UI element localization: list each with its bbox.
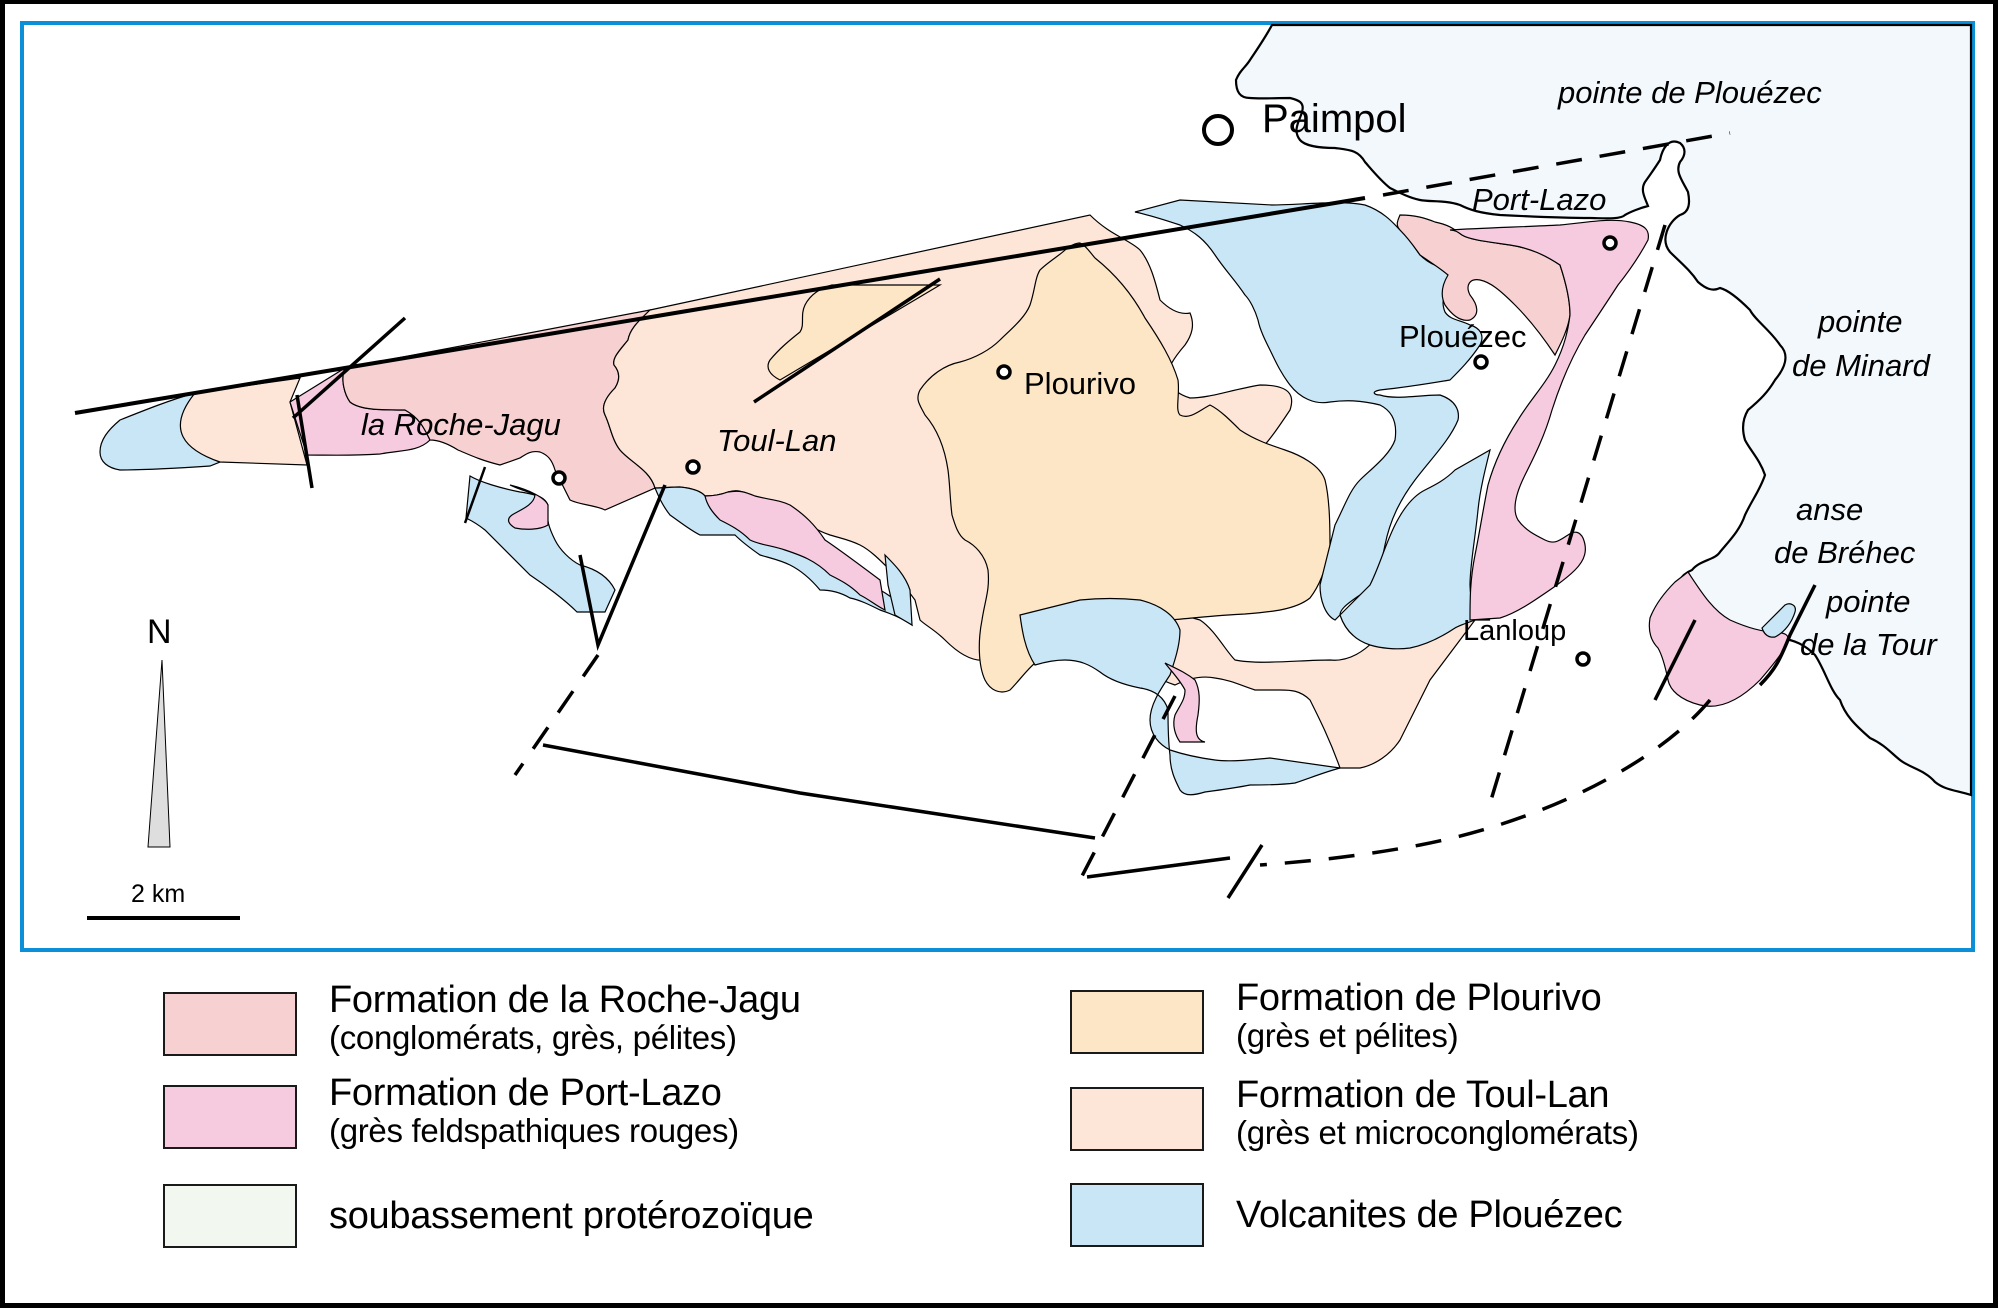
plourivo-marker — [996, 364, 1012, 380]
legend-title: soubassement protérozoïque — [329, 1195, 814, 1237]
label-plouezec: Plouézec — [1399, 319, 1527, 354]
toul-lan-west — [179, 377, 308, 466]
legend-swatch-soubassement — [163, 1184, 297, 1248]
fault-v-shape — [578, 484, 667, 651]
roche-jagu-marker — [551, 470, 567, 486]
label-toul-lan: Toul-Lan — [717, 423, 837, 458]
fault-south-cross — [1226, 844, 1264, 899]
fault-south-long — [542, 743, 1096, 840]
legend-swatch-port-lazo — [163, 1085, 297, 1149]
dashed-fault-east-long — [1486, 224, 1667, 811]
label-pointe-plouezec: pointe de Plouézec — [1557, 75, 1822, 110]
legend-subtitle: (grès feldspathiques rouges) — [329, 1112, 739, 1149]
label-pointe-tour-2: de la Tour — [1800, 627, 1938, 662]
plouezec-marker — [1473, 354, 1489, 370]
volcanites-southern-lobe — [1019, 597, 1341, 796]
label-roche-jagu: la Roche-Jagu — [361, 407, 561, 442]
volcanites-south-central — [1339, 448, 1491, 650]
legend-subtitle: (conglomérats, grès, pélites) — [329, 1019, 737, 1056]
volcanites-narrow-strip — [884, 553, 913, 627]
scale-label: 2 km — [131, 880, 185, 908]
fault-cross-2 — [295, 394, 314, 489]
legend-swatch-plourivo — [1070, 990, 1204, 1054]
label-anse-brehec-1: anse — [1796, 492, 1863, 527]
port-lazo-east — [1449, 219, 1650, 621]
legend-item-roche-jagu: Formation de la Roche-Jagu (conglomérats… — [163, 980, 801, 1056]
dashed-fault-sw — [513, 654, 600, 776]
legend-title: Volcanites de Plouézec — [1236, 1194, 1623, 1236]
legend-item-port-lazo: Formation de Port-Lazo (grès feldspathiq… — [163, 1073, 739, 1149]
legend-subtitle: (grès et pélites) — [1236, 1017, 1459, 1054]
volcanites-tour-tip — [1761, 603, 1796, 638]
legend-title: Formation de Toul-Lan — [1236, 1074, 1610, 1116]
dashed-fault-arc — [1259, 698, 1712, 867]
label-port-lazo: Port-Lazo — [1472, 182, 1606, 217]
lanloup-marker — [1575, 651, 1591, 667]
legend-title: Formation de la Roche-Jagu — [329, 979, 801, 1021]
toul-lan-marker — [685, 459, 701, 475]
label-anse-brehec-2: de Bréhec — [1774, 535, 1916, 570]
dashed-fault-north — [1382, 131, 1731, 197]
fault-brehec — [1653, 619, 1697, 701]
label-pointe-minard-1: pointe — [1817, 304, 1902, 339]
dashed-fault-central — [1078, 695, 1177, 881]
legend-swatch-roche-jagu — [163, 992, 297, 1056]
port-lazo-toul-lan-south — [704, 490, 886, 612]
fault-cross-4 — [463, 466, 487, 524]
paimpol-marker — [1202, 114, 1234, 146]
label-plourivo: Plourivo — [1024, 366, 1136, 401]
legend-title: Formation de Plourivo — [1236, 977, 1602, 1019]
fault-tour — [1758, 584, 1817, 687]
fault-cross-3 — [753, 277, 941, 404]
legend-item-volcanites: Volcanites de Plouézec — [1070, 1183, 1623, 1247]
label-lanloup: Lanloup — [1463, 615, 1566, 647]
port-lazo-marker — [1602, 235, 1618, 251]
legend-swatch-toul-lan — [1070, 1087, 1204, 1151]
legend-item-plourivo: Formation de Plourivo (grès et pélites) — [1070, 978, 1602, 1054]
label-pointe-tour-1: pointe — [1825, 584, 1910, 619]
legend-subtitle: (grès et microconglomérats) — [1236, 1114, 1639, 1151]
legend-swatch-volcanites — [1070, 1183, 1204, 1247]
label-paimpol: Paimpol — [1262, 97, 1407, 141]
legend-item-soubassement: soubassement protérozoïque — [163, 1184, 814, 1248]
label-pointe-minard-2: de Minard — [1792, 348, 1932, 383]
port-lazo-south-cove — [1164, 662, 1206, 743]
fault-south-short — [1086, 856, 1231, 879]
main-fault-line — [74, 196, 1366, 415]
fault-cross-1 — [291, 316, 407, 420]
legend-item-toul-lan: Formation de Toul-Lan (grès et microcong… — [1070, 1075, 1639, 1151]
legend-title: Formation de Port-Lazo — [329, 1072, 722, 1114]
port-lazo-roche-jagu-south — [507, 484, 549, 530]
north-arrow-icon — [147, 659, 171, 848]
north-label: N — [147, 613, 172, 651]
